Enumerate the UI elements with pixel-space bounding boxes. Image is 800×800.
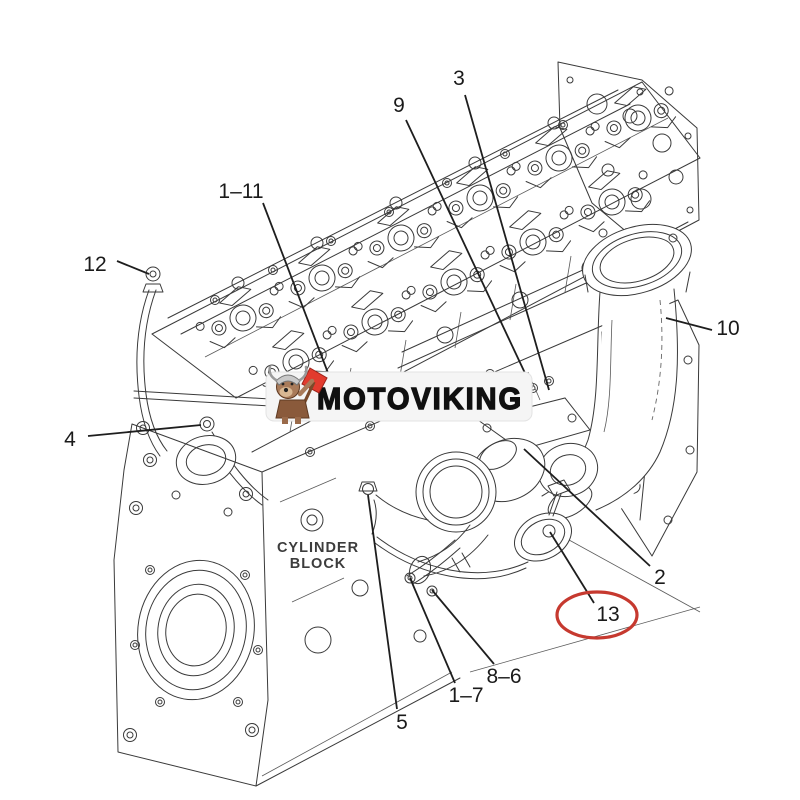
callout-label-2: 2 — [654, 566, 666, 589]
callout-leader-4 — [87, 424, 202, 437]
callout-leader-3 — [464, 94, 550, 391]
callout-label-12: 12 — [83, 253, 106, 276]
highlight-layer — [555, 590, 639, 640]
highlight-ellipse-item-13 — [555, 590, 639, 640]
block-flywheel-face — [113, 421, 269, 787]
viking-mascot-icon — [268, 365, 328, 424]
callout-leader-9 — [405, 119, 533, 389]
callout-label-1-11: 1–11 — [218, 180, 263, 203]
watermark-background — [265, 371, 533, 422]
cylinder-block-label-line2: BLOCK — [290, 556, 347, 572]
brand-text: MOTOVIKING — [317, 381, 523, 416]
cylinder-block-label-line1: CYLINDER — [277, 540, 359, 556]
callouts-layer: 12 1–11 9 3 10 4 2 13 8–61–7 5 — [64, 67, 740, 734]
cylinder-head-top — [151, 70, 701, 403]
callout-leader-1-7 — [409, 577, 456, 684]
callout-label-4: 4 — [64, 428, 76, 451]
turbocharger — [358, 397, 599, 585]
callout-label-8-6: 8–6 — [486, 665, 521, 688]
callout-leader-5 — [367, 494, 398, 710]
front-cover-and-oil-line — [133, 266, 271, 506]
callout-label-13: 13 — [596, 603, 619, 626]
callout-label-3: 3 — [453, 67, 465, 90]
callout-leader-8-6 — [431, 589, 495, 665]
callout-label-9: 9 — [393, 94, 405, 117]
watermark-band: MOTOVIKING — [265, 365, 533, 424]
callout-label-10: 10 — [716, 317, 739, 340]
callout-label-1-7: 1–7 — [448, 684, 483, 707]
engine-line-art: CYLINDER BLOCK — [113, 61, 701, 787]
callout-leader-2 — [523, 448, 651, 567]
wastegate-actuator — [514, 479, 572, 562]
callout-label-5: 5 — [396, 711, 408, 734]
callout-leader-12 — [116, 260, 150, 275]
callout-leader-1-11 — [262, 202, 334, 387]
callout-leader-10 — [665, 317, 713, 331]
